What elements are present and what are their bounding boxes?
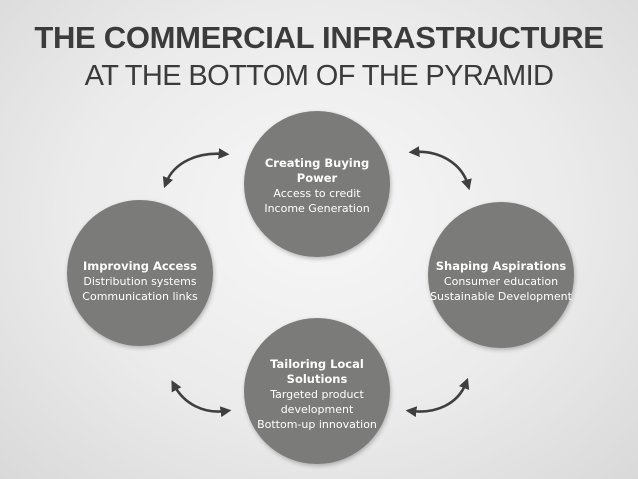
node-top-item: Access to credit [273,187,361,200]
node-bottom-item: Targeted product [270,388,364,401]
node-bottom-heading-1: Tailoring Local [270,357,364,371]
node-top-item: Income Generation [264,202,370,215]
node-bottom-item: development [280,403,354,416]
node-left-heading: Improving Access [83,259,197,273]
node-shaping-aspirations [428,202,574,348]
node-left-item: Distribution systems [83,275,197,288]
title-line-1: THE COMMERCIAL INFRASTRUCTURE [34,20,604,55]
node-top-label: Creating Buying Power Access to credit I… [250,156,384,216]
node-left-item: Communication links [82,290,198,303]
node-creating-buying-power [244,111,390,257]
node-top-heading-1: Creating Buying [264,156,370,170]
curved-double-arrow-icon [405,377,470,418]
node-right-item: Sustainable Development [430,290,572,303]
curved-double-arrow-icon [162,148,230,189]
node-bottom-heading-2: Solutions [286,372,348,386]
node-top-heading-2: Power [296,171,338,185]
node-right-item: Consumer education [443,275,559,288]
node-bottom-item: Bottom-up innovation [257,418,377,431]
node-tailoring-local-solutions [244,318,390,464]
node-improving-access [67,200,213,346]
node-right-heading: Shaping Aspirations [435,259,567,273]
curved-double-arrow-icon [408,146,472,191]
node-right-label: Shaping Aspirations Consumer education S… [414,259,588,304]
node-bottom-label: Tailoring Local Solutions Targeted produ… [250,357,384,432]
curved-double-arrow-icon [171,380,232,418]
node-left-label: Improving Access Distribution systems Co… [58,259,222,304]
title-line-2: AT THE BOTTOM OF THE PYRAMID [84,60,554,92]
